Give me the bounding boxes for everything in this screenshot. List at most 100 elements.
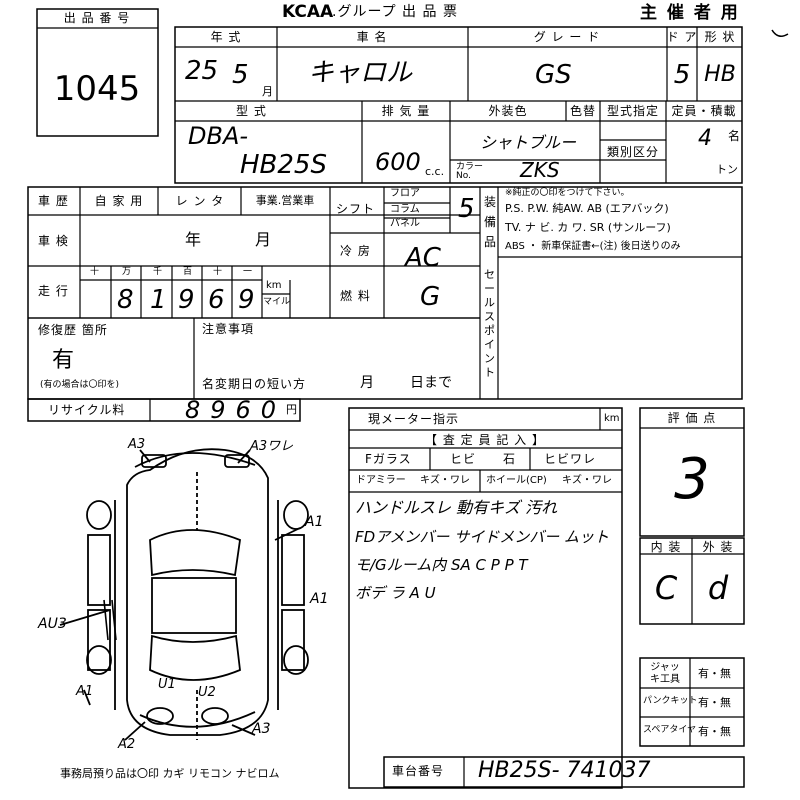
puncture-kit-label: パンクキット <box>643 696 698 706</box>
kcaa-logo: KCAA <box>282 2 334 22</box>
mark-u1: U1 <box>158 677 176 692</box>
shift-label: シフト <box>336 202 376 216</box>
model-line2: HB25S <box>240 150 327 180</box>
displacement-value: 600 <box>375 148 421 176</box>
digit-label-1k: 千 <box>153 267 163 277</box>
remark-line-1: ハンドルスレ 動有キズ 汚れ <box>355 498 558 517</box>
grade-label: グ レ ー ド <box>533 30 601 44</box>
recycle-label: リサイクル料 <box>48 403 126 417</box>
car-diagram <box>59 448 309 741</box>
shift-floor: フロア <box>390 188 420 199</box>
model-label: 型 式 <box>236 104 267 118</box>
equipment-line3: ABS ・ 新車保証書←(注) 後日送りのみ <box>505 241 681 252</box>
color-number: ZKS <box>520 158 560 182</box>
mark-a1-right-side: A1 <box>310 591 329 607</box>
ac-label: 冷 房 <box>340 244 371 258</box>
shift-column: コラム <box>390 204 420 215</box>
repair-value: 有 <box>52 348 75 373</box>
color-number-label: カラー No. <box>456 162 484 181</box>
chassis-number: HB25S- 741037 <box>478 758 651 783</box>
history-option-rental: レ ン タ <box>175 194 225 208</box>
repair-label: 修復歴 箇所 <box>38 323 108 337</box>
shape-value: HB <box>704 62 736 87</box>
grade-value: GS <box>535 60 572 90</box>
equipment-line1: P.S. P.W. 純AW. AB (エアバック) <box>505 202 669 215</box>
inspection-label: 車 検 <box>38 234 69 248</box>
lot-number-label: 出 品 番 号 <box>63 11 131 25</box>
mark-au3-left: AU3 <box>38 616 67 632</box>
model-line1: DBA- <box>188 122 249 150</box>
mark-u2: U2 <box>198 685 216 700</box>
color-change-label: 色替 <box>569 104 597 118</box>
recycle-value: 8960 <box>185 396 287 424</box>
jack-label: ジャッキ工具 <box>650 662 680 685</box>
name-change-day: 日まで <box>410 375 452 391</box>
fuel-value: G <box>420 282 441 312</box>
capacity-label: 定員・積載 <box>671 104 737 118</box>
equipment-note: ※純正の〇印をつけて下さい。 <box>505 188 630 198</box>
glass-crack: ヒビワレ <box>544 452 597 466</box>
doors-value: 5 <box>673 60 691 90</box>
mark-a2-rear: A2 <box>118 737 136 752</box>
meter-label: 現メーター指示 <box>368 412 460 426</box>
displacement-label: 排 気 量 <box>381 104 431 118</box>
inspection-year: 年 <box>185 230 202 249</box>
mileage-label: 走 行 <box>38 284 69 298</box>
mileage-digit-5: 9 <box>238 285 255 315</box>
shift-value: 5 <box>458 194 475 224</box>
car-name-label: 車 名 <box>356 30 388 44</box>
mirror-label: ドアミラー <box>356 475 406 486</box>
remark-line-3: モ/Gルーム内 SA C P P T <box>355 556 528 574</box>
mirror-value: キズ・ワレ <box>420 475 470 486</box>
mileage-digit-3: 9 <box>178 285 195 315</box>
km-unit: km <box>266 280 282 291</box>
equipment-line2: TV. ナ ビ. カ ワ. SR (サンルーフ) <box>505 221 671 234</box>
remark-line-4: ボデ ラ A U <box>355 584 436 602</box>
sales-point-label: セールスポイント <box>484 268 495 379</box>
capacity-unit: 名 <box>728 129 741 143</box>
inspection-month: 月 <box>255 230 272 249</box>
history-option-business: 事業.営業車 <box>255 194 315 207</box>
fuel-label: 燃 料 <box>340 289 371 303</box>
spare-tire-option: 有・無 <box>698 725 731 738</box>
name-change-month: 月 <box>360 375 374 391</box>
digit-label-10: 十 <box>213 267 223 277</box>
mark-a3-rear-right: A3 <box>252 721 271 737</box>
category-label: 類別区分 <box>606 145 660 159</box>
wheel-value: キズ・ワレ <box>562 475 612 486</box>
digit-label-1: 一 <box>243 267 253 277</box>
score-value: 3 <box>674 447 710 512</box>
office-note: 事務局預り品は〇印 カギ リモコン ナビロム <box>60 767 280 780</box>
mileage-digit-4: 6 <box>208 285 225 315</box>
displacement-unit: c.c. <box>425 165 445 178</box>
shift-panel: パネル <box>390 218 420 229</box>
color-value: シャトブルー <box>480 133 577 152</box>
interior-label: 内 装 <box>650 540 682 554</box>
organizer-label: 主 催 者 用 <box>640 3 740 23</box>
mark-a3w-front-right: A3ワレ <box>250 439 294 454</box>
ton-unit: トン <box>716 163 738 176</box>
digit-label-100k: 十 <box>90 267 100 277</box>
spare-tire-label: スペアタイヤ <box>643 725 697 735</box>
inspector-section-label: 【 査 定 員 記 入 】 <box>425 433 545 447</box>
remark-line-2: FDアメンバー サイドメンバー ムット <box>355 528 609 546</box>
chassis-label: 車台番号 <box>392 764 445 778</box>
wheel-label: ホイール(CP) <box>486 475 547 486</box>
capacity-value: 4 <box>698 126 712 151</box>
mile-unit: マイル <box>263 297 291 307</box>
glass-label: Fガラス <box>365 452 412 466</box>
notes-label: 注意事項 <box>202 322 255 336</box>
glass-stone: 石 <box>503 452 517 466</box>
meter-unit: km <box>604 413 620 424</box>
mileage-digit-1: 8 <box>117 285 134 315</box>
doors-label: ド ア <box>666 30 698 44</box>
jack-option: 有・無 <box>698 667 731 680</box>
ac-value: AC <box>405 243 441 273</box>
glass-chip: ヒビ <box>450 452 477 466</box>
score-label: 評 価 点 <box>667 411 717 425</box>
month-value: 5 <box>232 60 249 90</box>
exterior-label: 外 装 <box>702 540 734 554</box>
lot-number: 1045 <box>53 69 141 109</box>
